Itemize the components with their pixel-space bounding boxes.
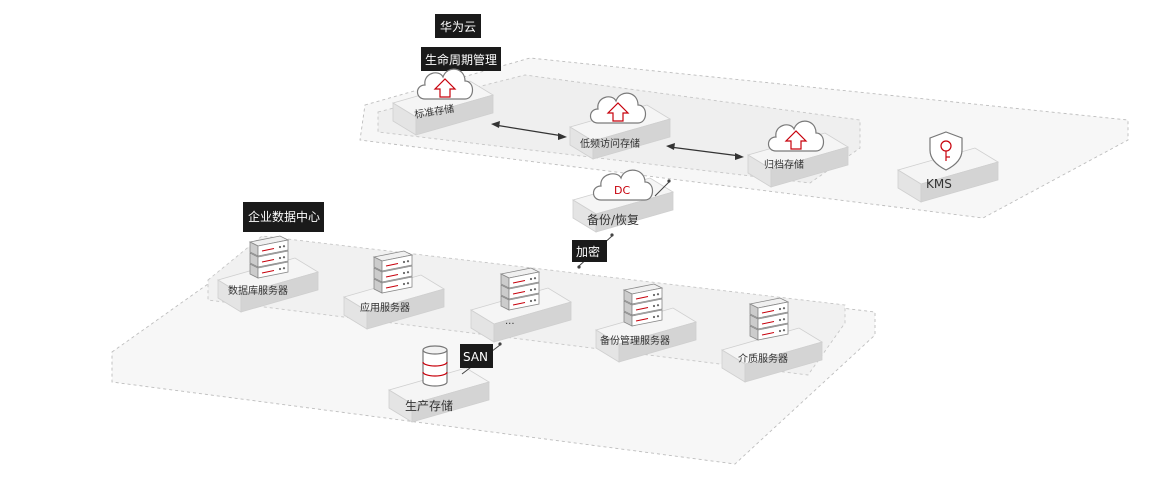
database-cylinder-icon: [422, 345, 448, 387]
archive-storage-node: 归档存储: [747, 120, 849, 188]
backup-restore-node: DC 备份/恢复: [572, 169, 674, 233]
archive-storage-label: 归档存储: [764, 158, 804, 171]
encrypt-tag: 加密: [572, 240, 607, 262]
production-storage-node: 生产存储: [388, 345, 490, 423]
production-storage-label: 生产存储: [405, 398, 453, 413]
media-server-label: 介质服务器: [738, 352, 788, 365]
infrequent-storage-label: 低频访问存储: [580, 137, 640, 150]
san-label: SAN: [463, 350, 488, 364]
backup-to-cloud-connector: [654, 179, 671, 197]
ellipsis-server-node: ...: [470, 267, 572, 343]
standard-storage-node: 标准存储: [392, 68, 494, 136]
server-rack-icon: [749, 297, 789, 341]
media-server-node: 介质服务器: [721, 297, 823, 383]
server-rack-icon: [373, 250, 413, 294]
application-server-label: 应用服务器: [360, 301, 410, 314]
huawei-cloud-label: 华为云: [440, 20, 476, 34]
backup-mgmt-server-label: 备份管理服务器: [600, 334, 670, 347]
server-rack-icon: [249, 235, 289, 279]
dc-icon-text: DC: [614, 184, 630, 197]
lifecycle-label: 生命周期管理: [425, 52, 497, 67]
kms-label: KMS: [926, 177, 952, 191]
cloud-upload-icon: [416, 68, 474, 100]
encrypt-label: 加密: [576, 244, 600, 259]
database-server-node: 数据库服务器: [217, 235, 319, 313]
lifecycle-tag: 生命周期管理: [421, 47, 501, 71]
backup-mgmt-server-node: 备份管理服务器: [595, 283, 697, 363]
huawei-cloud-tag: 华为云: [435, 14, 481, 38]
ellipsis-label: ...: [505, 316, 515, 327]
backup-restore-label: 备份/恢复: [587, 213, 639, 227]
san-tag: SAN: [460, 344, 493, 368]
server-rack-icon: [500, 267, 540, 311]
application-server-node: 应用服务器: [343, 250, 445, 330]
shield-key-icon: [929, 131, 963, 171]
infrequent-storage-node: 低频访问存储: [569, 92, 671, 160]
enterprise-tag: 企业数据中心: [243, 202, 324, 232]
database-server-label: 数据库服务器: [228, 284, 288, 297]
enterprise-label: 企业数据中心: [248, 209, 320, 224]
kms-node: KMS: [897, 131, 999, 203]
server-rack-icon: [623, 283, 663, 327]
dc-cloud-icon: DC: [592, 169, 654, 201]
tier-arrow-1: [491, 121, 567, 140]
tier-arrow-2: [666, 143, 744, 160]
